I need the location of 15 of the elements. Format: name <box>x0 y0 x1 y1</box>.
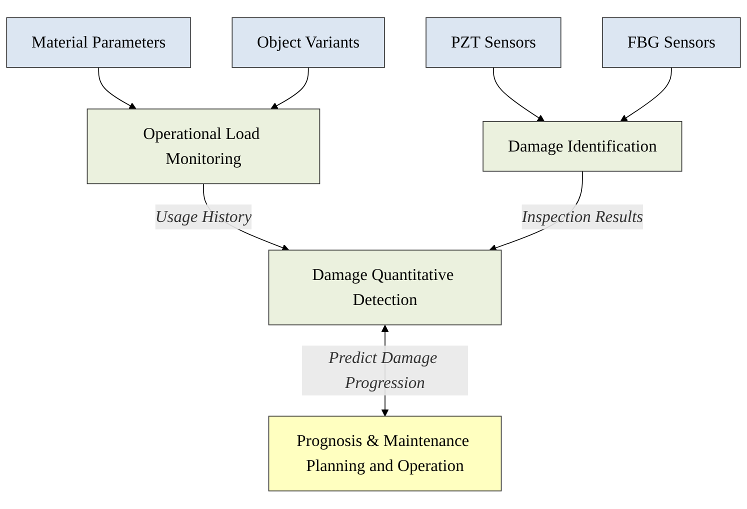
arrow <box>270 67 309 110</box>
edge-label: Usage History <box>155 208 252 226</box>
edge-label: Predict Damage Progression <box>328 349 438 392</box>
node-box: Object Variants <box>232 17 385 68</box>
node-box: Operational Load Monitoring <box>86 108 320 184</box>
node-box: Material Parameters <box>6 17 192 68</box>
edge-label: Inspection Results <box>522 208 644 226</box>
node-box: FBG Sensors <box>602 17 741 68</box>
node-box: PZT Sensors <box>426 17 562 68</box>
arrow <box>493 67 545 122</box>
node-box: Damage Quantitative Detection <box>268 250 502 326</box>
node-box: Damage Identification <box>482 121 682 172</box>
node-box: Prognosis & Maintenance Planning and Operation <box>268 416 502 492</box>
arrow <box>98 67 136 110</box>
arrow <box>620 67 672 122</box>
